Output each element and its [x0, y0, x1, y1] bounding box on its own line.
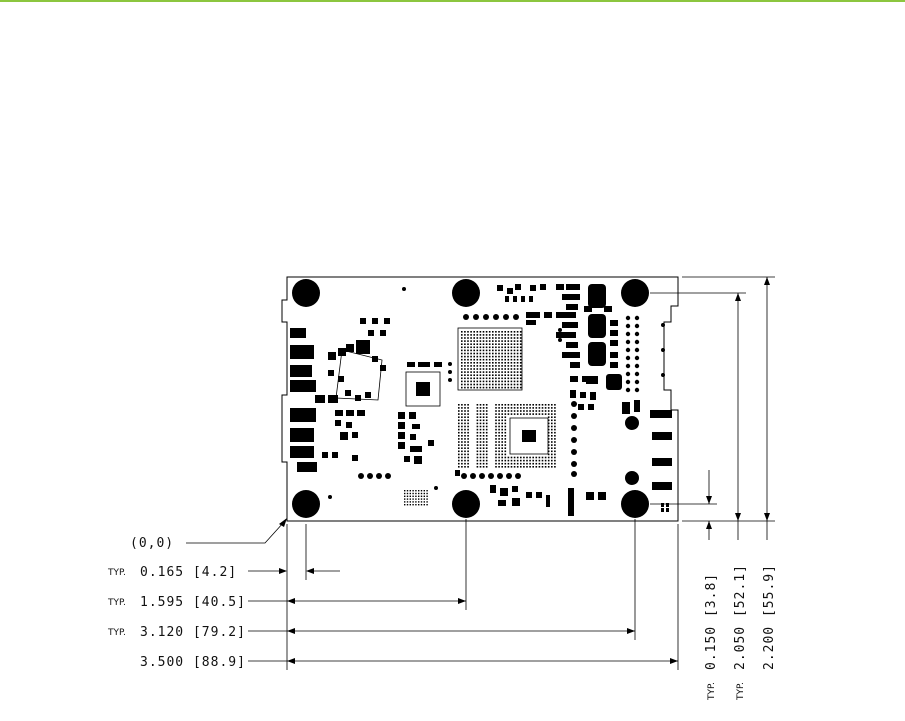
dim-text-3500: 3.500 [88.9] — [140, 655, 246, 670]
dim-line-3500 — [248, 658, 678, 664]
main-processor-bga — [458, 328, 556, 468]
dim-line-0150 — [706, 470, 712, 540]
typ-label-2050: TYP. — [736, 682, 746, 701]
dim-line-2050 — [735, 293, 741, 540]
dim-line-0165 — [248, 568, 340, 574]
dim-line-3120 — [248, 628, 635, 634]
origin-label: (0,0) — [130, 536, 174, 551]
bottom-left-bga — [404, 490, 428, 505]
mounting-hole-top-middle — [452, 279, 480, 307]
power-components — [556, 284, 622, 390]
mounting-hole-bottom-left — [292, 490, 320, 518]
middle-left-components — [398, 362, 442, 490]
typ-label-0150: TYP. — [707, 682, 717, 701]
mounting-hole-bottom-middle — [452, 490, 480, 518]
mounting-hole-bottom-right — [621, 490, 649, 518]
dim-text-0165: 0.165 [4.2] — [140, 565, 237, 580]
small-bga-chip — [406, 372, 440, 406]
origin-leader — [186, 518, 287, 543]
dim-line-1595 — [248, 598, 466, 604]
mounting-hole-top-left — [292, 279, 320, 307]
dim-text-0150: 0.150 [3.8] — [704, 573, 719, 670]
dim-line-2200 — [764, 277, 770, 540]
typ-label-1595: TYP. — [107, 598, 126, 608]
board-outline — [282, 277, 678, 521]
dim-text-1595: 1.595 [40.5] — [140, 595, 246, 610]
mounting-hole-top-right — [621, 279, 649, 307]
dim-text-2200: 2.200 [55.9] — [762, 564, 777, 670]
left-components-cluster — [315, 287, 406, 499]
dim-text-2050: 2.050 [52.1] — [733, 564, 748, 670]
typ-label-3120: TYP. — [107, 628, 126, 638]
typ-label-0165: TYP. — [107, 568, 126, 578]
left-edge-connectors — [290, 328, 317, 472]
dim-text-3120: 3.120 [79.2] — [140, 625, 246, 640]
